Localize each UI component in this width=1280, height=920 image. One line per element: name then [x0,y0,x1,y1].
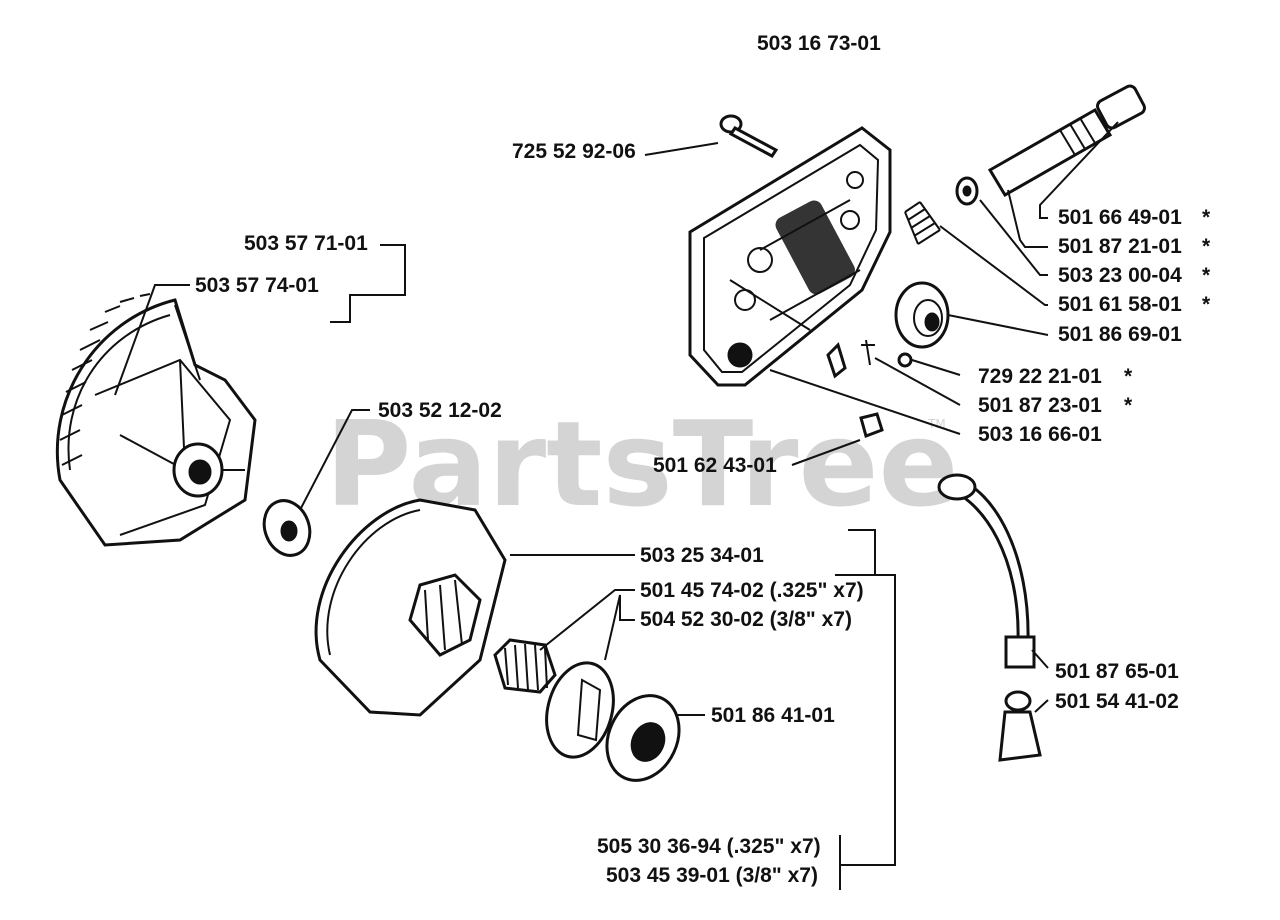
label-501-61-58-01: 501 61 58-01 [1058,293,1182,316]
label-501-86-69-01: 501 86 69-01 [1058,323,1182,346]
label-503-25-34-01: 503 25 34-01 [640,544,764,567]
worm-gear-part [894,281,950,349]
part-labels: 503 16 73-01 725 52 92-06 501 66 49-01 *… [195,32,1211,887]
label-503-16-66-01: 503 16 66-01 [978,423,1102,446]
needle-bearing [493,638,557,694]
small-screws [826,339,913,438]
spring-part [904,201,941,245]
label-501-66-49-01: 501 66 49-01 [1058,206,1182,229]
sprocket-rim [545,661,615,759]
bolt-part [719,114,779,158]
label-504-52-30-02: 504 52 30-02 (3/8" x7) [640,608,852,631]
label-505-30-36-94: 505 30 36-94 (.325" x7) [597,835,821,858]
oil-hose-fitting [998,690,1042,762]
label-503-57-71-01: 503 57 71-01 [244,232,368,255]
clutch-washer [262,499,312,557]
leader-lines [114,121,1119,890]
asterisk-729-22-21-01: * [1124,365,1133,388]
label-501-87-65-01: 501 87 65-01 [1055,660,1179,683]
oil-hose [937,473,1036,669]
washer-part [955,176,979,206]
asterisk-501-87-21-01: * [1202,235,1211,258]
oil-pump-housing [688,126,892,387]
label-501-54-41-02: 501 54 41-02 [1055,690,1179,713]
label-501-45-74-02: 501 45 74-02 (.325" x7) [640,579,864,602]
label-501-62-43-01: 501 62 43-01 [653,454,777,477]
clutch-drum [314,498,507,717]
label-501-87-23-01: 501 87 23-01 [978,394,1102,417]
label-503-23-00-04: 503 23 00-04 [1058,264,1182,287]
pump-shaft [987,84,1146,198]
asterisk-501-66-49-01: * [1202,206,1211,229]
label-501-86-41-01: 501 86 41-01 [711,704,835,727]
label-729-22-21-01: 729 22 21-01 [978,365,1102,388]
asterisk-503-23-00-04: * [1202,264,1211,287]
asterisk-501-61-58-01: * [1202,293,1211,316]
clutch-assembly [55,293,257,547]
sprocket-washer [605,694,681,782]
label-725-52-92-06: 725 52 92-06 [512,140,636,163]
label-503-45-39-01: 503 45 39-01 (3/8" x7) [606,864,818,887]
asterisk-501-87-23-01: * [1124,394,1133,417]
label-501-87-21-01: 501 87 21-01 [1058,235,1182,258]
label-503-52-12-02: 503 52 12-02 [378,399,502,422]
label-503-57-74-01: 503 57 74-01 [195,274,319,297]
label-503-16-73-01: 503 16 73-01 [757,32,881,55]
